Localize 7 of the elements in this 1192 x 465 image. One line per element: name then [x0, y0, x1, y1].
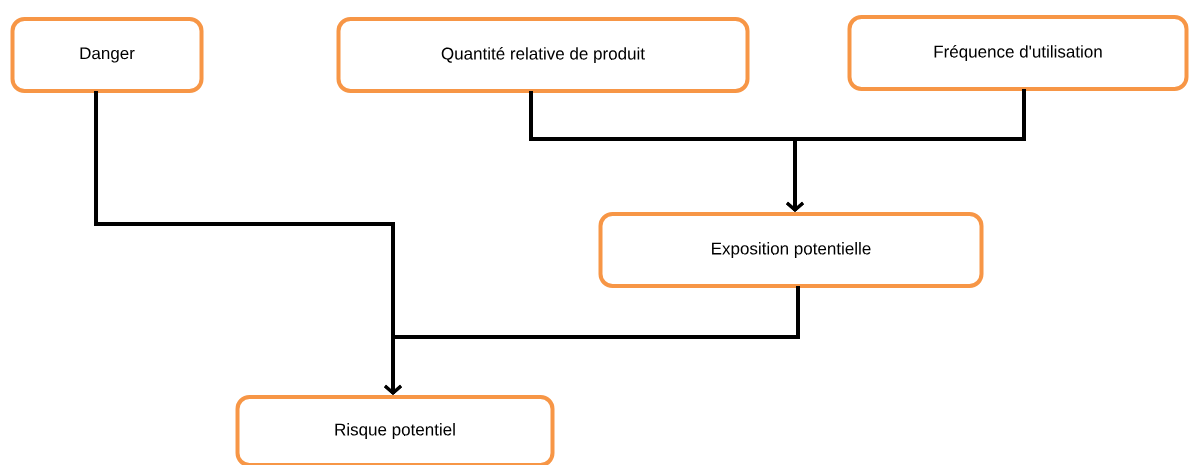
arrow	[786, 89, 1026, 212]
process-box: Fréquence d'utilisation	[847, 15, 1189, 91]
arrow	[384, 286, 800, 395]
process-box: Quantité relative de produit	[336, 17, 750, 93]
process-box: Danger	[10, 17, 204, 93]
process-box: Risque potentiel	[235, 395, 555, 465]
process-box: Exposition potentielle	[598, 212, 984, 288]
